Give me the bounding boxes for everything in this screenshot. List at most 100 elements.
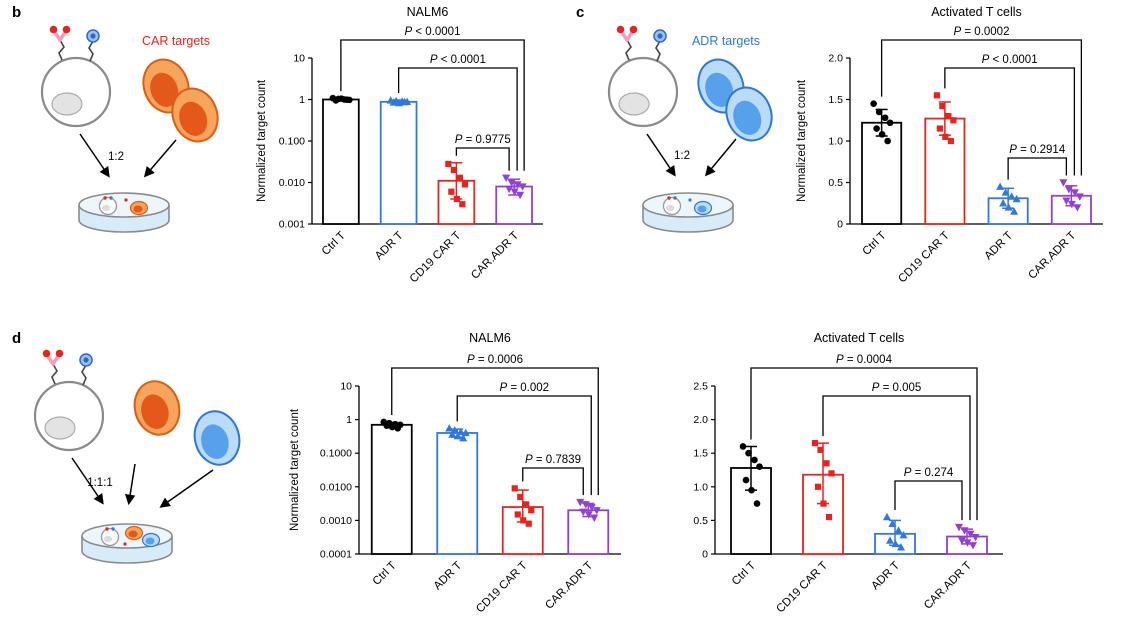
y-axis-label: Normalized target count [289, 408, 301, 531]
chart-title: NALM6 [407, 5, 449, 19]
panel-label-b: b [12, 4, 22, 21]
chart-title: Activated T cells [814, 331, 905, 345]
data-point [817, 446, 824, 453]
p-value-label: P = 0.274 [904, 467, 954, 479]
coculture-dish [642, 192, 734, 233]
data-point [950, 117, 957, 124]
data-point [748, 486, 755, 494]
y-axis-label: Normalized target count [256, 79, 268, 202]
data-point [886, 119, 894, 127]
data-point [516, 191, 525, 200]
bar [861, 121, 903, 225]
y-axis-label: Normalized target count [796, 79, 808, 202]
y-tick-label: 0.0100 [320, 481, 352, 493]
y-tick-label: 0.5 [693, 515, 708, 527]
data-point [996, 182, 1005, 190]
significance-bracket [455, 147, 510, 171]
data-point [960, 527, 969, 535]
y-tick-label: 1.0 [693, 481, 708, 493]
data-point [338, 95, 345, 102]
significance-bracket [750, 367, 978, 521]
adr-target-cell [187, 405, 247, 471]
x-tick-label: Ctrl T [371, 560, 399, 588]
arrow-down-icon [704, 138, 737, 177]
x-tick-label: CD19 CAR T [474, 560, 530, 616]
data-point [870, 100, 877, 107]
x-tick-label: ADR T [983, 230, 1016, 263]
bar [379, 100, 418, 225]
panel-d-schematic: 1:1:1 [33, 347, 247, 564]
significance-bracket [522, 467, 584, 496]
significance-bracket [1007, 157, 1068, 180]
data-point [400, 97, 409, 106]
bar [370, 423, 413, 555]
data-point [461, 428, 470, 437]
data-point [510, 188, 519, 196]
data-point [828, 470, 835, 477]
data-point [1007, 192, 1016, 200]
data-point [450, 166, 457, 174]
y-tick-label: 1 [346, 414, 352, 426]
data-point [1059, 179, 1068, 187]
bar [1050, 194, 1092, 225]
ratio-label: 1:2 [674, 150, 690, 162]
x-tick-label: CAR.ADR T [1026, 230, 1078, 282]
data-point [942, 133, 949, 140]
data-point [969, 542, 977, 550]
data-point [883, 512, 891, 521]
x-tick-label: Ctrl T [730, 560, 758, 588]
data-point [742, 476, 750, 484]
x-tick-label: ADR T [373, 230, 406, 263]
data-point [579, 508, 588, 517]
x-tick-label: CAR.ADR T [922, 560, 974, 612]
bar [436, 432, 479, 555]
data-point [514, 511, 521, 518]
data-point [459, 201, 466, 208]
engineered-t-cell [33, 347, 105, 452]
data-point [886, 536, 894, 544]
data-point [947, 137, 954, 145]
y-tick-label: 2.5 [693, 381, 708, 393]
significance-bracket [391, 367, 599, 496]
p-value-label: P = 0.7839 [525, 454, 581, 466]
data-point [936, 125, 943, 132]
data-point [513, 181, 522, 189]
data-point [332, 97, 340, 104]
arrow-down-icon [79, 133, 110, 178]
y-tick-label: 0 [702, 549, 708, 561]
data-point [939, 103, 946, 110]
p-value-label: P = 0.0002 [954, 26, 1010, 38]
data-point [899, 530, 908, 539]
bar [495, 185, 533, 225]
chart-title: NALM6 [469, 331, 511, 345]
data-point [756, 463, 763, 470]
significance-bracket [894, 480, 963, 521]
y-tick-label: 2.0 [828, 53, 843, 65]
data-point [971, 534, 980, 542]
data-point [1010, 207, 1019, 215]
data-point [502, 174, 511, 182]
data-point [1067, 200, 1076, 209]
data-point [958, 537, 966, 545]
coculture-dish [78, 192, 170, 233]
data-point [448, 430, 457, 438]
data-point [592, 507, 601, 515]
data-point [888, 519, 897, 527]
data-point [1012, 194, 1021, 203]
data-point [523, 501, 530, 508]
data-point [751, 456, 758, 464]
data-point [505, 185, 514, 194]
data-point [894, 526, 903, 534]
data-point [1001, 188, 1010, 196]
data-point [445, 424, 454, 432]
data-point [999, 199, 1008, 207]
y-tick-label: 1.0 [828, 136, 843, 148]
bar [322, 98, 360, 225]
ratio-label: 1:2 [108, 151, 124, 163]
data-point [873, 125, 880, 132]
x-tick-label: CAR.ADR T [469, 230, 521, 282]
